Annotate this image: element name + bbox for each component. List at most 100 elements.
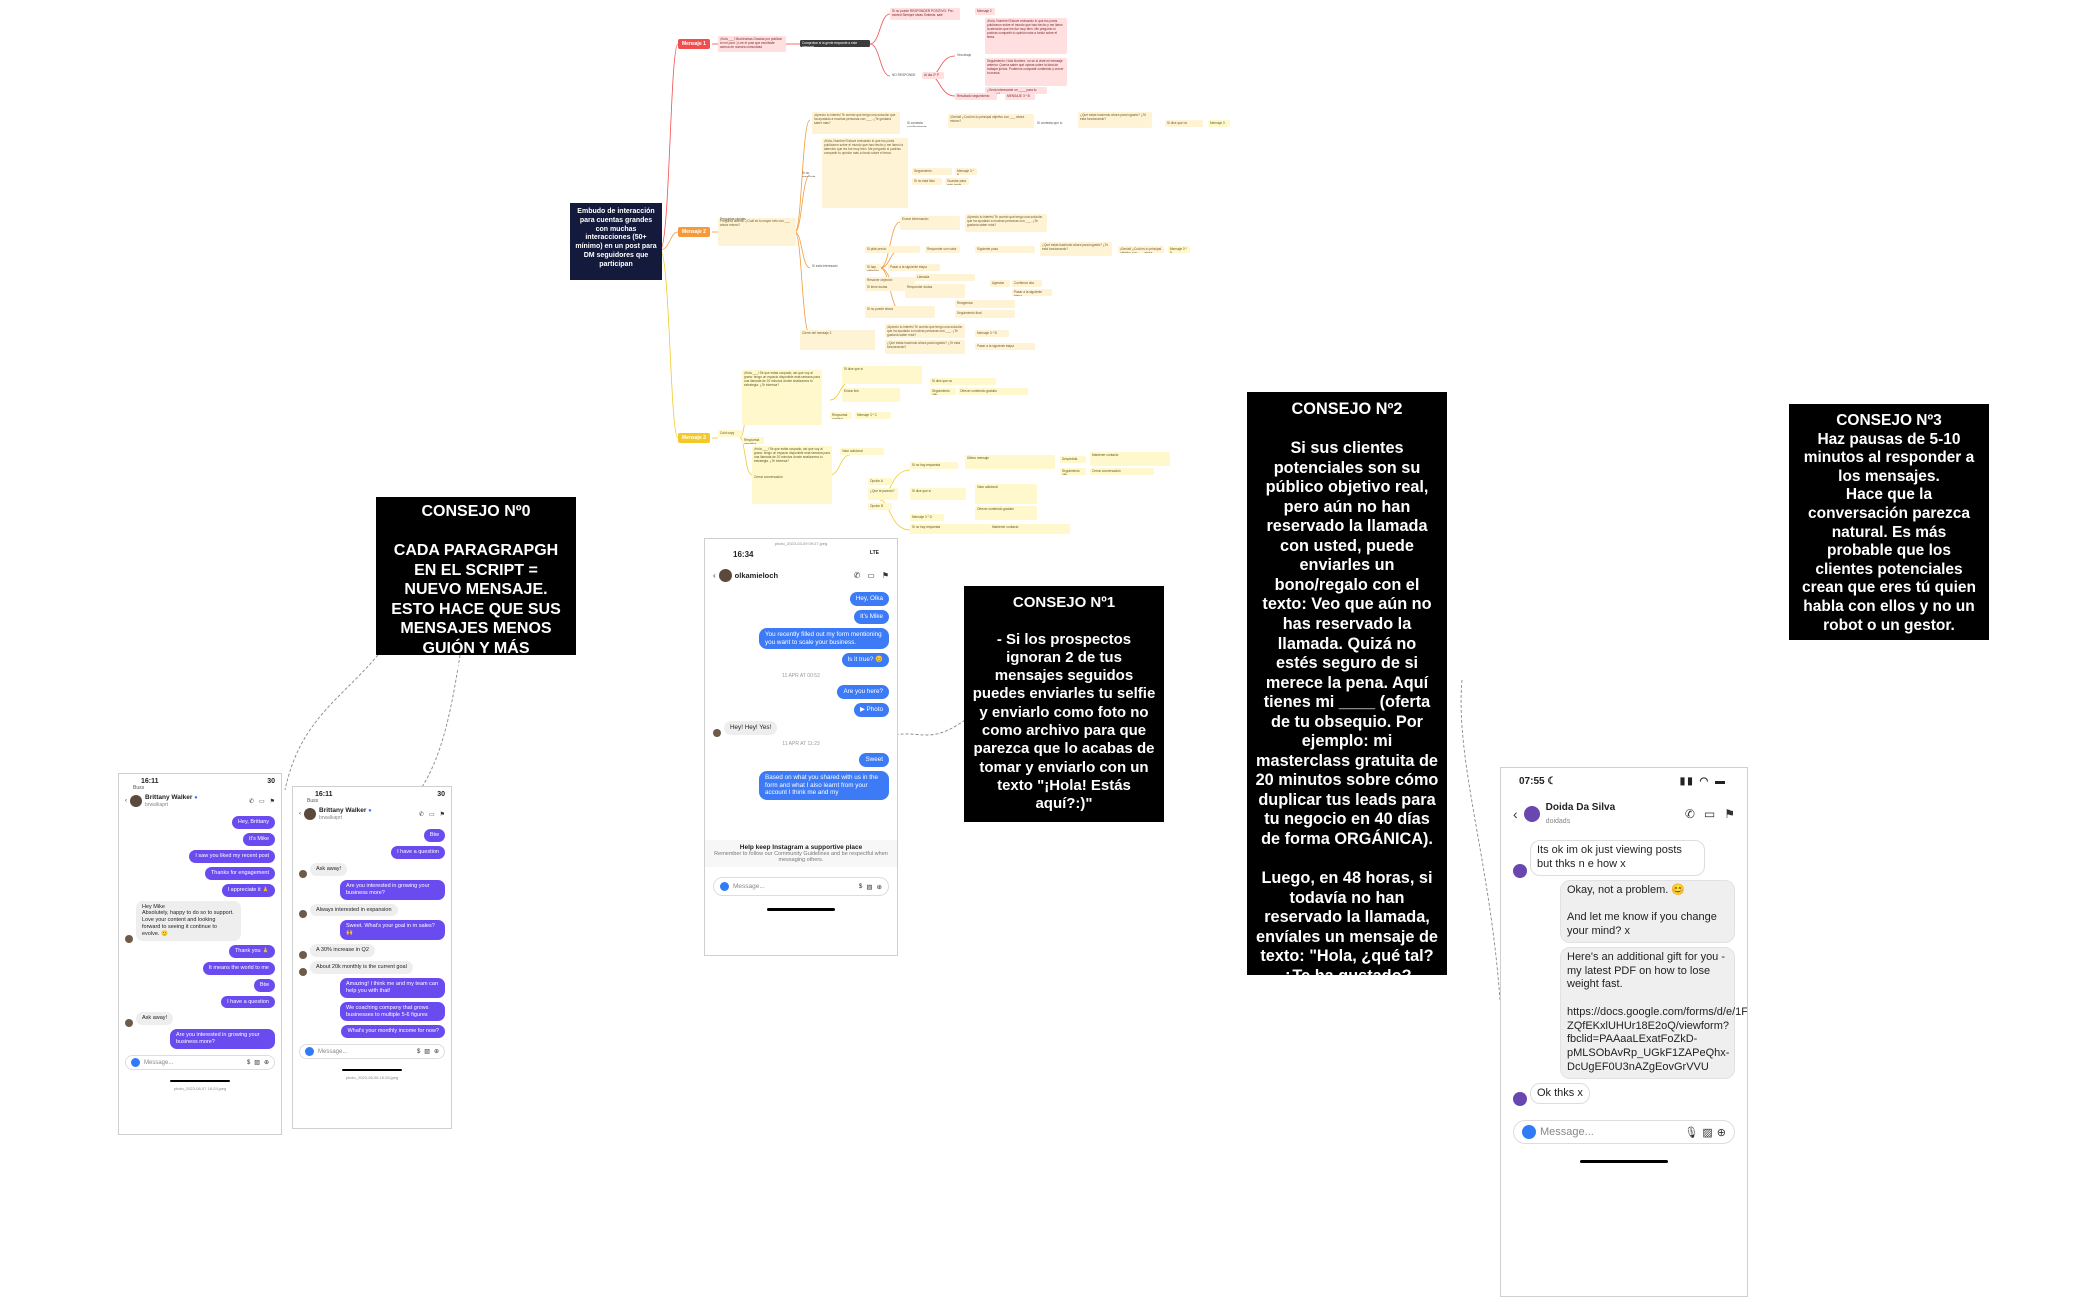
message-input-placeholder[interactable]: Message...	[1540, 1126, 1594, 1139]
message-composer[interactable]: Message... $ ▨ ⊕	[299, 1044, 445, 1060]
sent-message[interactable]: Thank you 🙏	[228, 944, 275, 958]
camera-icon[interactable]	[131, 1058, 140, 1068]
received-message[interactable]: Hey! Hey! Yes!	[724, 721, 778, 735]
sender-avatar[interactable]	[713, 728, 721, 737]
sent-message[interactable]: You recently filled out my form mentioni…	[759, 627, 889, 650]
received-message[interactable]: Ok thks x	[1530, 1082, 1590, 1105]
payment-icon[interactable]: $	[246, 1059, 251, 1066]
camera-icon[interactable]	[305, 1047, 314, 1057]
avatar[interactable]	[304, 808, 316, 821]
video-call-icon[interactable]: ▭	[428, 811, 435, 818]
back-chevron-icon[interactable]: ‹	[713, 571, 716, 580]
sent-message[interactable]: Btw	[423, 829, 445, 843]
sent-message[interactable]: It means the world to me	[202, 961, 275, 975]
message-input-placeholder[interactable]: Message...	[733, 883, 765, 890]
add-icon[interactable]: ⊕	[433, 1049, 439, 1056]
back-app-label[interactable]: Buss	[133, 785, 145, 791]
payment-icon[interactable]: $	[416, 1048, 421, 1055]
sent-message[interactable]: Sweet	[859, 752, 889, 767]
sent-message[interactable]: Are you interested in growing your busin…	[170, 1029, 275, 1050]
phone-call-icon[interactable]: ✆	[853, 571, 861, 580]
message-input-placeholder[interactable]: Message...	[144, 1059, 174, 1066]
gallery-icon[interactable]: ▨	[254, 1060, 260, 1067]
sent-message[interactable]: Are you interested in growing your busin…	[340, 879, 445, 900]
camera-icon[interactable]	[1522, 1125, 1536, 1140]
avatar[interactable]	[130, 795, 142, 808]
message-composer[interactable]: Message... $ ▨ ⊕	[125, 1055, 275, 1071]
payment-icon[interactable]: $	[858, 883, 863, 890]
video-call-icon[interactable]: ▭	[867, 571, 875, 580]
received-message[interactable]: Its ok im ok just viewing posts but thks…	[1530, 840, 1705, 876]
message-input-placeholder[interactable]: Message...	[318, 1048, 348, 1055]
contact-handle: brwalkaprt	[319, 814, 343, 821]
sent-message[interactable]: Based on what you shared with us in the …	[759, 770, 889, 801]
notice-body[interactable]: Remember to follow our Community Guideli…	[714, 851, 888, 863]
received-message[interactable]: A 30% increase in Q2	[310, 944, 375, 958]
sent-message[interactable]: Hey, Brittany	[231, 816, 275, 830]
sent-message[interactable]: Btw	[253, 978, 275, 992]
received-message[interactable]: Always interested in expansion	[310, 903, 398, 917]
contact-name[interactable]: Brittany Walker	[319, 807, 367, 814]
sent-message[interactable]: I saw you liked my recent post	[189, 849, 275, 863]
sent-message[interactable]: Sweet. What's your goal in rn sales? 🙌	[340, 920, 445, 941]
avatar[interactable]	[1523, 805, 1540, 822]
sent-message[interactable]: It's Mike	[243, 833, 275, 846]
camera-icon[interactable]	[720, 882, 729, 891]
add-icon[interactable]: ⊕	[1716, 1126, 1726, 1139]
sent-message[interactable]: Is it true? 😊	[841, 653, 889, 668]
sent-message[interactable]: Amazing! I think me and my team can help…	[340, 977, 445, 998]
sender-avatar[interactable]	[125, 1019, 133, 1028]
avatar[interactable]	[718, 569, 732, 582]
sender-avatar[interactable]	[299, 967, 307, 976]
add-icon[interactable]: ⊕	[876, 883, 882, 891]
sent-message[interactable]: Here's an additional gift for you - my l…	[1560, 946, 1747, 1079]
video-call-icon[interactable]: ▭	[258, 798, 265, 805]
sent-message[interactable]: It's Mike	[854, 609, 889, 624]
sender-avatar[interactable]	[299, 869, 307, 878]
contact-name[interactable]: Doida Da Silva	[1545, 802, 1616, 813]
flag-icon[interactable]: ⚑	[269, 798, 275, 805]
sent-message[interactable]: Are you here?	[837, 685, 889, 700]
phone-call-icon[interactable]: ✆	[248, 798, 254, 805]
phone-call-icon[interactable]: ✆	[418, 811, 424, 818]
back-app-label[interactable]: Buss	[307, 798, 319, 804]
gallery-icon[interactable]: ▨	[866, 883, 873, 891]
sent-message[interactable]: We coaching company that grows businesse…	[340, 1001, 445, 1022]
microphone-icon[interactable]: 🎙	[1684, 1126, 1699, 1139]
sent-message[interactable]: Thanks for engagement	[204, 866, 275, 880]
received-message[interactable]: Hey Mike Absolutely, happy to do so to s…	[136, 900, 241, 941]
flag-icon[interactable]: ⚑	[1724, 806, 1735, 821]
flag-icon[interactable]: ⚑	[881, 571, 889, 580]
sent-message[interactable]: I have a question	[391, 846, 445, 859]
verified-badge-icon: ●	[366, 808, 372, 814]
message-composer[interactable]: Message... $ ▨ ⊕	[713, 877, 889, 896]
sender-avatar[interactable]	[1513, 1092, 1527, 1107]
sender-avatar[interactable]	[299, 910, 307, 919]
flag-icon[interactable]: ⚑	[439, 811, 445, 818]
back-chevron-icon[interactable]: ‹	[125, 798, 127, 805]
phone-call-icon[interactable]: ✆	[1684, 806, 1695, 821]
received-message[interactable]: About 20k monthly is the current goal	[310, 961, 413, 974]
received-message[interactable]: Ask away!	[136, 1012, 174, 1026]
sent-message[interactable]: I have a question	[221, 995, 275, 1009]
back-chevron-icon[interactable]: ‹	[299, 811, 301, 818]
received-message[interactable]: Ask away!	[310, 862, 348, 876]
video-call-icon[interactable]: ▭	[1703, 806, 1716, 821]
sent-message[interactable]: What's your monthly income for now?	[341, 1025, 445, 1039]
back-chevron-icon[interactable]: ‹	[1513, 805, 1518, 822]
message-row: Btw	[299, 827, 445, 844]
gallery-icon[interactable]: ▨	[1702, 1126, 1713, 1139]
add-icon[interactable]: ⊕	[263, 1060, 269, 1067]
sent-message[interactable]: Hey, Olka	[849, 592, 889, 606]
sent-message[interactable]: ▶ Photo	[853, 703, 889, 718]
sender-avatar[interactable]	[1513, 863, 1527, 878]
sender-avatar[interactable]	[125, 934, 133, 943]
contact-name[interactable]: Brittany Walker	[145, 794, 193, 801]
status-bar: 16:34 LTE	[733, 550, 879, 559]
sender-avatar[interactable]	[299, 951, 307, 960]
message-composer[interactable]: Message... 🎙 ▨ ⊕	[1513, 1120, 1735, 1145]
contact-name[interactable]: olkamieloch	[734, 571, 779, 580]
sent-message[interactable]: I appreciate it 🙏	[221, 883, 275, 897]
sent-message[interactable]: Okay, not a problem. 😊 And let me know i…	[1560, 879, 1735, 943]
gallery-icon[interactable]: ▨	[424, 1049, 430, 1056]
